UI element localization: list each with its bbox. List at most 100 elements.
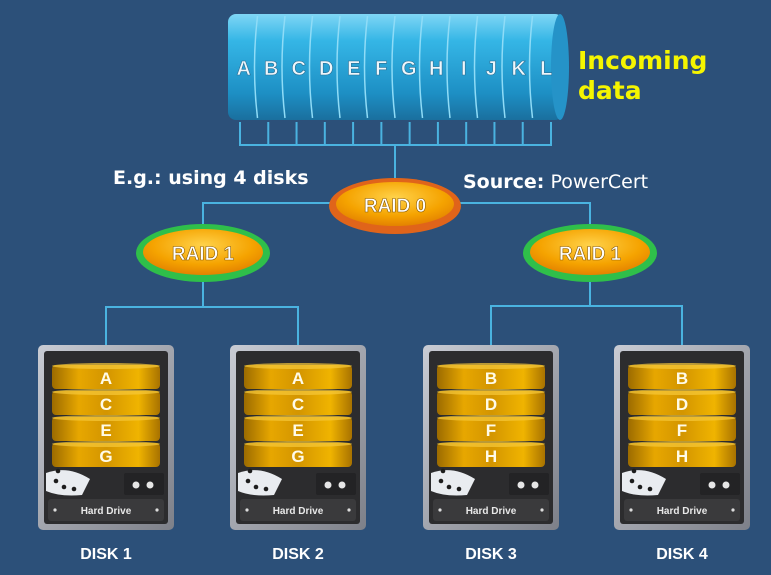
incoming-data-label: Incoming data xyxy=(578,46,707,106)
data-block-J: J xyxy=(486,58,497,80)
disk-platter xyxy=(628,365,736,389)
disk-platter xyxy=(244,417,352,441)
disk-platter xyxy=(628,417,736,441)
raid1-right-label: RAID 1 xyxy=(559,244,622,265)
cylinder-segment-divider xyxy=(528,15,534,119)
disk-block-E: E xyxy=(100,421,111,440)
data-block-L: L xyxy=(540,58,552,80)
disk-label-1: DISK 1 xyxy=(80,546,132,563)
led-icon xyxy=(722,481,730,489)
raid0-label: RAID 0 xyxy=(364,196,426,217)
data-block-A: A xyxy=(237,58,251,80)
disk-block-G: G xyxy=(291,447,304,466)
disk-platter xyxy=(52,365,160,389)
led-icon xyxy=(132,481,140,489)
disk-platter xyxy=(244,443,352,467)
comb-connector xyxy=(239,122,552,146)
disk-nameplate xyxy=(433,499,549,521)
data-block-E: E xyxy=(347,58,360,80)
led-icon xyxy=(338,481,346,489)
cylinder-segment-divider xyxy=(253,15,259,119)
led-icon xyxy=(708,481,716,489)
raid1-left-to-disks-line xyxy=(105,275,299,345)
disk-block-E: E xyxy=(292,421,303,440)
disk-platter xyxy=(244,391,352,415)
incoming-line1: Incoming xyxy=(578,46,708,75)
cylinder-segment-divider xyxy=(336,15,341,119)
data-block-I: I xyxy=(461,58,467,80)
raid1-left-node: RAID 1 xyxy=(136,224,270,282)
disk-nameplate-label: Hard Drive xyxy=(657,506,708,517)
disk-platter xyxy=(437,443,545,467)
disk-block-F: F xyxy=(486,421,496,440)
disk-block-F: F xyxy=(677,421,687,440)
disk-block-A: A xyxy=(100,369,112,388)
disk-label-2: DISK 2 xyxy=(272,546,324,563)
led-icon xyxy=(146,481,154,489)
disk-block-G: G xyxy=(99,447,112,466)
example-note: E.g.: using 4 disks xyxy=(113,167,309,189)
led-icon xyxy=(531,481,539,489)
disk-platter xyxy=(437,391,545,415)
cylinder-segment-divider xyxy=(446,15,451,119)
data-block-D: D xyxy=(319,58,333,80)
disk-reader-icon xyxy=(46,470,90,496)
disk-platter xyxy=(437,365,545,389)
disk-nameplate-label: Hard Drive xyxy=(81,506,132,517)
disk-nameplate-label: Hard Drive xyxy=(466,506,517,517)
disk-nameplate xyxy=(48,499,164,521)
disk-platter xyxy=(437,417,545,441)
disk-block-C: C xyxy=(100,395,112,414)
cylinder-segment-divider xyxy=(308,15,314,119)
cylinder-segment-divider xyxy=(418,15,424,119)
disk-block-B: B xyxy=(485,369,497,388)
disk-block-H: H xyxy=(485,447,497,466)
disk-block-B: B xyxy=(676,369,688,388)
raid0-node: RAID 0 xyxy=(329,178,461,234)
disk-label-4: DISK 4 xyxy=(656,546,708,563)
raid1-right-to-disks-line xyxy=(490,275,683,345)
cylinder-segment-divider xyxy=(391,15,396,119)
disk-block-H: H xyxy=(676,447,688,466)
cylinder-segment-divider xyxy=(363,15,369,119)
data-block-H: H xyxy=(429,58,443,80)
data-block-C: C xyxy=(292,58,306,80)
incoming-line2: data xyxy=(578,76,642,105)
disk-nameplate-label: Hard Drive xyxy=(273,506,324,517)
disk-platter xyxy=(52,443,160,467)
disk-reader-icon xyxy=(238,470,282,496)
disk-block-D: D xyxy=(485,395,497,414)
disk-platter xyxy=(52,391,160,415)
raid1-left-label: RAID 1 xyxy=(172,244,235,265)
cylinder-segment-divider xyxy=(501,15,506,119)
source-credit: Source: PowerCert xyxy=(463,171,648,193)
cylinder-segment-divider xyxy=(281,15,286,119)
led-icon xyxy=(324,481,332,489)
disk-nameplate xyxy=(624,499,740,521)
source-value: PowerCert xyxy=(544,171,649,193)
data-block-F: F xyxy=(375,58,387,80)
source-sep: : xyxy=(536,171,545,193)
disk-platter xyxy=(628,443,736,467)
disk-block-C: C xyxy=(292,395,304,414)
data-block-B: B xyxy=(264,58,278,80)
data-block-K: K xyxy=(512,58,527,80)
disk-block-A: A xyxy=(292,369,304,388)
disk-nameplate xyxy=(240,499,356,521)
led-icon xyxy=(517,481,525,489)
disk-platter xyxy=(244,365,352,389)
disk-block-D: D xyxy=(676,395,688,414)
source-label: Source xyxy=(463,171,537,193)
disk-label-3: DISK 3 xyxy=(465,546,517,563)
data-block-G: G xyxy=(401,58,417,80)
disk-platter xyxy=(52,417,160,441)
disk-reader-icon xyxy=(622,470,666,496)
cylinder-segment-divider xyxy=(473,15,479,119)
disk-platter xyxy=(628,391,736,415)
